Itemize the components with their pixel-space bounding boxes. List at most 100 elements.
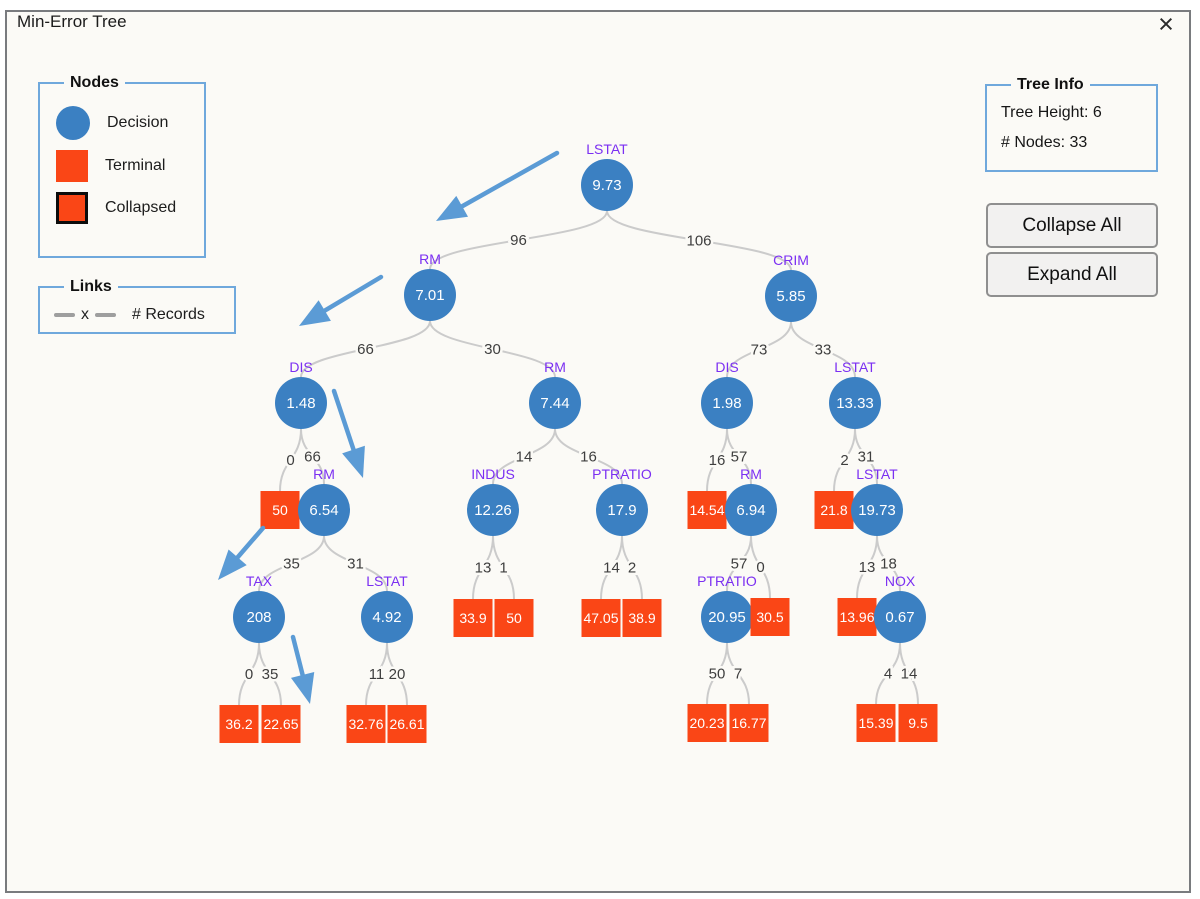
arrow-shaft	[331, 388, 358, 457]
tree-link	[492, 428, 556, 485]
terminal-node[interactable]: 20.23	[687, 704, 727, 742]
terminal-node[interactable]: 50	[494, 599, 534, 637]
terminal-node-square[interactable]	[261, 705, 301, 743]
link-records-label: 35	[283, 556, 300, 573]
arrow-shaft	[318, 274, 384, 316]
decision-node-circle[interactable]	[467, 484, 519, 536]
terminal-node-square[interactable]	[622, 599, 662, 637]
terminal-node-square[interactable]	[856, 704, 896, 742]
decision-node-circle[interactable]	[596, 484, 648, 536]
link-records-label: 20	[389, 666, 406, 683]
node-value: 1.48	[286, 395, 315, 412]
terminal-node[interactable]: 14.54	[687, 491, 727, 529]
decision-node-circle[interactable]	[701, 377, 753, 429]
terminal-node[interactable]: 21.8	[814, 491, 854, 529]
node-value: 21.8	[820, 502, 847, 518]
annotation-arrow	[436, 150, 560, 221]
close-icon[interactable]: ×	[1158, 9, 1174, 39]
terminal-node[interactable]: 9.5	[898, 704, 938, 742]
legend-item-terminal: Terminal	[56, 150, 192, 182]
node-value: 17.9	[607, 502, 636, 519]
link-records-label: 2	[628, 560, 636, 577]
tree-info-panel: Tree Info Tree Height: 6 # Nodes: 33	[985, 76, 1158, 172]
terminal-node[interactable]: 15.39	[856, 704, 896, 742]
decision-node-circle[interactable]	[874, 591, 926, 643]
node-value: 33.9	[459, 610, 486, 626]
terminal-node-square[interactable]	[750, 598, 790, 636]
node-variable-label: PTRATIO	[697, 573, 757, 589]
terminal-node[interactable]: 22.65	[261, 705, 301, 743]
expand-all-button[interactable]: Expand All	[986, 252, 1158, 297]
node-variable-label: RM	[544, 359, 566, 375]
terminal-node-square[interactable]	[687, 704, 727, 742]
node-value: 47.05	[583, 610, 618, 626]
terminal-node[interactable]: 47.05	[581, 599, 621, 637]
decision-node-circle[interactable]	[581, 159, 633, 211]
terminal-node-square[interactable]	[453, 599, 493, 637]
collapse-all-button[interactable]: Collapse All	[986, 203, 1158, 248]
decision-node-circle[interactable]	[361, 591, 413, 643]
node-value: 30.5	[756, 609, 783, 625]
decision-node-circle[interactable]	[404, 269, 456, 321]
terminal-node[interactable]: 33.9	[453, 599, 493, 637]
terminal-node-square[interactable]	[581, 599, 621, 637]
terminal-node[interactable]: 30.5	[750, 598, 790, 636]
node-value: 15.39	[858, 715, 893, 731]
terminal-node[interactable]: 16.77	[729, 704, 769, 742]
terminal-node-square[interactable]	[814, 491, 854, 529]
decision-node-circle[interactable]	[275, 377, 327, 429]
annotation-arrow	[299, 274, 384, 326]
terminal-node[interactable]: 13.96	[837, 598, 877, 636]
terminal-node-square[interactable]	[729, 704, 769, 742]
terminal-node[interactable]: 32.76	[346, 705, 386, 743]
terminal-node-square[interactable]	[494, 599, 534, 637]
tree-link	[854, 428, 878, 485]
terminal-node-square[interactable]	[387, 705, 427, 743]
node-value: 6.54	[309, 502, 338, 519]
terminal-node[interactable]: 38.9	[622, 599, 662, 637]
tree-link	[726, 428, 752, 485]
terminal-node-square[interactable]	[898, 704, 938, 742]
decision-node[interactable]: 7.44 RM	[529, 359, 581, 429]
terminal-node-square[interactable]	[346, 705, 386, 743]
tree-link	[706, 428, 728, 492]
decision-node-circle[interactable]	[701, 591, 753, 643]
decision-node-circle[interactable]	[765, 270, 817, 322]
decision-node-circle[interactable]	[298, 484, 350, 536]
decision-node-circle[interactable]	[529, 377, 581, 429]
tree-link	[726, 535, 752, 592]
terminal-node[interactable]: 26.61	[387, 705, 427, 743]
terminal-node-square[interactable]	[687, 491, 727, 529]
decision-node-icon	[56, 106, 90, 140]
node-value: 7.44	[540, 395, 569, 412]
tree-link	[238, 642, 260, 706]
terminal-node-square[interactable]	[260, 491, 300, 529]
link-records-label: 18	[880, 556, 897, 573]
decision-node-circle[interactable]	[725, 484, 777, 536]
tree-link	[258, 642, 282, 706]
terminal-node[interactable]: 36.2	[219, 705, 259, 743]
decision-node-circle[interactable]	[851, 484, 903, 536]
terminal-node-square[interactable]	[219, 705, 259, 743]
decision-node-circle[interactable]	[829, 377, 881, 429]
legend-item-collapsed: Collapsed	[56, 192, 192, 224]
terminal-node-square[interactable]	[837, 598, 877, 636]
decision-node-circle[interactable]	[233, 591, 285, 643]
terminal-node[interactable]: 50	[260, 491, 300, 529]
terminal-node-icon	[56, 150, 88, 182]
